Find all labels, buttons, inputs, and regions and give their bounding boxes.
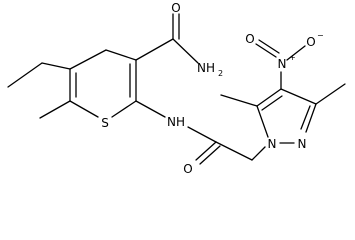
bond-lines [7, 13, 346, 165]
nitro-oxygen-right: O [306, 35, 315, 49]
nitro-nitrogen: N [278, 57, 287, 71]
nitro-oxygen-top: O [245, 32, 254, 46]
pyrazole-nitrogen-1: N [268, 137, 277, 151]
amide-nh-label: NH [167, 115, 185, 129]
atom-labels: O NH 2 S NH O N + O O − N N [101, 1, 324, 176]
molecule-structure-diagram: O NH 2 S NH O N + O O − N N [7, 1, 346, 176]
amide-nh2-label: NH [197, 61, 215, 75]
nitro-oxygen-charge: − [317, 31, 324, 40]
amide-nh2-subscript: 2 [218, 69, 223, 78]
carbonyl-oxygen-top: O [171, 1, 180, 15]
carbonyl-oxygen-bottom: O [183, 162, 192, 176]
pyrazole-nitrogen-2: N [298, 137, 307, 151]
nitro-nitrogen-charge: + [289, 53, 296, 62]
thiophene-sulfur: S [101, 116, 109, 130]
